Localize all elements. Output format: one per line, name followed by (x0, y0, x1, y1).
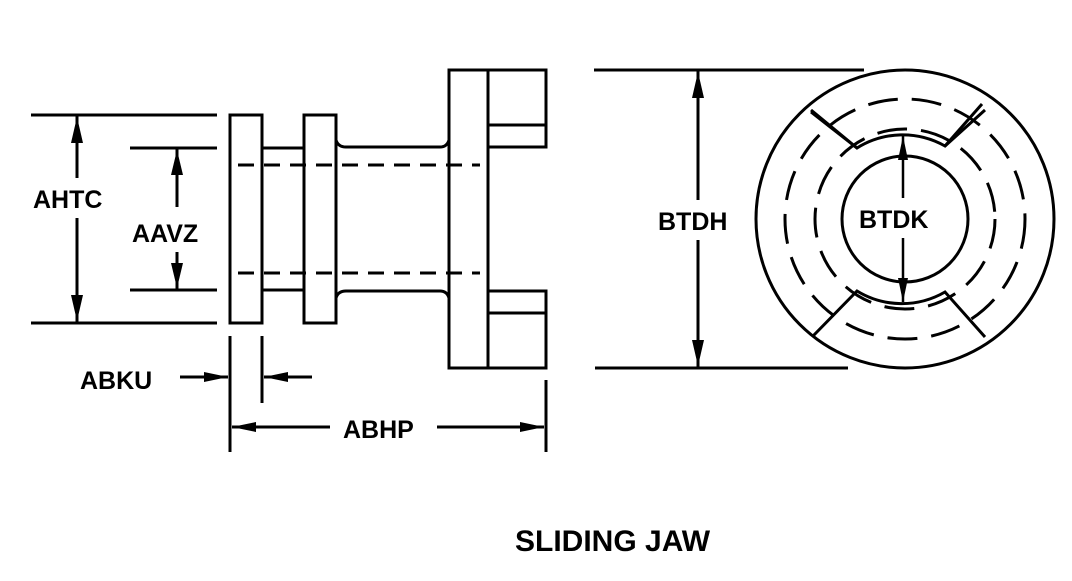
side-view (228, 68, 548, 370)
flange-2 (302, 113, 338, 325)
arrow-up-icon (71, 117, 83, 143)
dimension-ahtc: AHTC (31, 113, 217, 325)
arrow-left-icon (232, 422, 256, 432)
dimension-aavz: AAVZ (130, 146, 217, 292)
arrow-right-icon (204, 372, 228, 382)
dimension-btdh: BTDH (594, 68, 864, 370)
arrow-down-icon (692, 340, 704, 366)
label-abku: ABKU (80, 367, 152, 395)
arrow-up-icon (171, 150, 183, 175)
arrow-down-icon (171, 263, 183, 288)
slot-bottom (811, 289, 987, 338)
outer-circle (754, 68, 1056, 370)
arrow-down-icon (71, 295, 83, 321)
hidden-ring-inner (813, 127, 997, 311)
hidden-ring-outer (783, 97, 1027, 341)
dimension-abku: ABKU (80, 336, 312, 452)
arrow-up-icon (898, 136, 908, 160)
arrow-up-icon (692, 72, 704, 98)
hub-bottom-edge (334, 289, 451, 299)
flange-1 (228, 113, 264, 325)
jaw-bottom (486, 289, 548, 370)
end-view: BTDK (754, 68, 1056, 370)
arrow-left-icon (264, 372, 288, 382)
label-ahtc: AHTC (33, 186, 102, 214)
label-btdk: BTDK (859, 206, 928, 234)
large-flange (447, 68, 490, 370)
hub-top-edge (334, 139, 451, 149)
arrow-down-icon (898, 278, 908, 302)
drawing-title: SLIDING JAW (515, 525, 711, 558)
jaw-top (486, 68, 548, 149)
label-btdh: BTDH (658, 208, 727, 236)
slot-top (810, 108, 987, 150)
dimension-abhp: ABHP (232, 380, 548, 452)
label-abhp: ABHP (343, 416, 414, 444)
arrow-right-icon (520, 422, 544, 432)
label-aavz: AAVZ (132, 220, 198, 248)
